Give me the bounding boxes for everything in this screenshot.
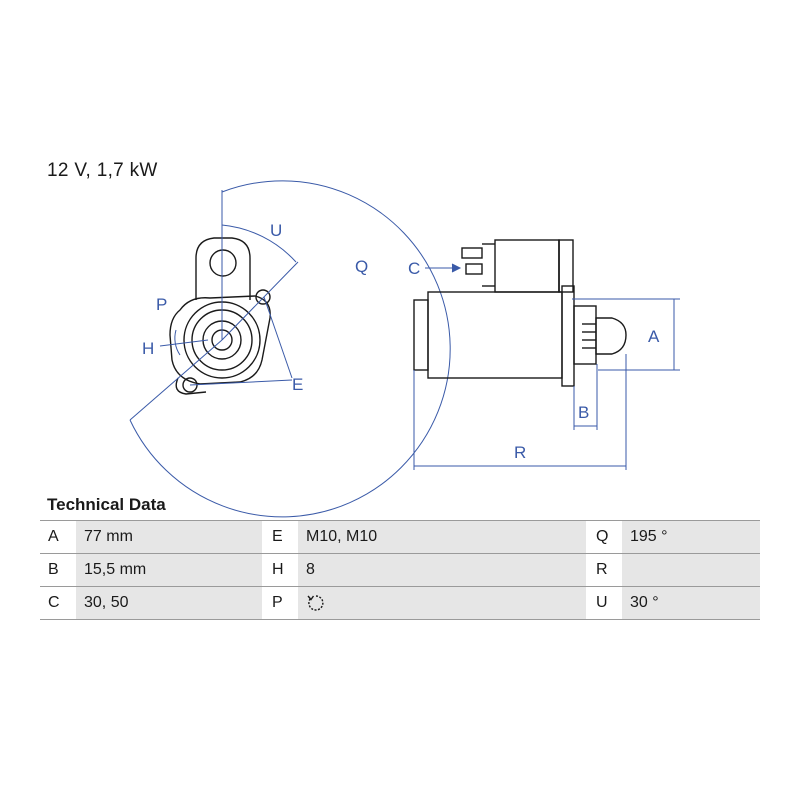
param-value-rotation [298,586,586,620]
param-key: B [40,553,76,587]
label-q: Q [355,257,368,276]
top-mounting-lug [195,237,251,300]
motor-body [427,291,563,379]
param-key: H [262,553,298,587]
clockwise-rotation-icon [307,595,324,611]
nose-flange [561,285,575,387]
table-row: C 30, 50 P U 30 ° [40,586,760,620]
leader-h [159,339,209,347]
right-lug-hole [255,289,271,305]
top-lug-hole [209,249,237,277]
angle-ray-u [221,261,299,341]
side-view [413,239,627,387]
leader-e-2 [189,379,293,386]
label-b: B [578,403,589,422]
label-e: E [292,375,303,394]
angle-arc-u [221,224,297,263]
dimension-labels: U Q P H E C A B R [142,221,660,462]
front-view [169,237,271,395]
param-value [622,553,760,587]
param-key: Q [586,520,622,554]
dimension-c-arrow [451,263,462,273]
solenoid-cap [558,239,574,293]
param-value: 30, 50 [76,586,262,620]
label-h: H [142,339,154,358]
drive-housing [573,305,597,365]
solenoid-body [494,239,560,293]
param-value: M10, M10 [298,520,586,554]
param-value: 15,5 mm [76,553,262,587]
motor-end-cap [413,299,429,371]
param-key: U [586,586,622,620]
angle-arc-q [129,180,451,518]
table-row: A 77 mm E M10, M10 Q 195 ° [40,520,760,554]
technical-data-heading: Technical Data [47,495,166,514]
pinion-side [595,317,627,355]
param-key: C [40,586,76,620]
table-row: B 15,5 mm H 8 R [40,553,760,587]
label-c: C [408,259,420,278]
technical-data-table: A 77 mm E M10, M10 Q 195 ° B 15,5 mm H 8… [40,520,760,620]
param-value: 30 ° [622,586,760,620]
side-view-dimensions [413,263,680,470]
spec-voltage-power: 12 V, 1,7 kW [47,160,158,181]
leader-e-1 [263,296,293,379]
front-view-dimensions [129,180,451,518]
terminal-stud-2 [465,263,483,275]
param-key: E [262,520,298,554]
param-key: R [586,553,622,587]
label-p: P [156,295,167,314]
param-value: 77 mm [76,520,262,554]
param-key: A [40,520,76,554]
param-value: 195 ° [622,520,760,554]
label-r: R [514,443,526,462]
angle-ray-q [129,339,223,421]
label-a: A [648,327,660,346]
bottom-mounting-lug [175,377,207,395]
label-u: U [270,221,282,240]
terminal-stud-1 [461,247,483,259]
param-value: 8 [298,553,586,587]
housing-outline [169,295,271,385]
param-key: P [262,586,298,620]
rotation-arc-p [174,329,181,356]
